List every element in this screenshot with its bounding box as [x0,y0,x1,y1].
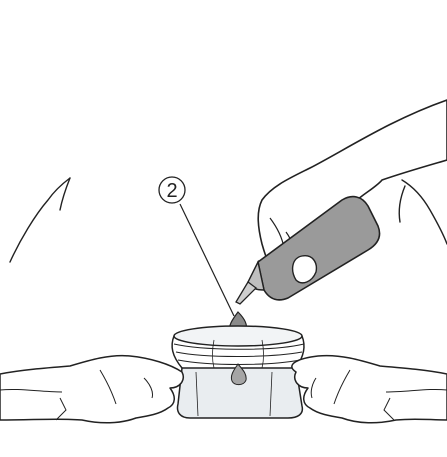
hand-left [0,356,183,423]
person-outline-left [10,178,70,262]
callout-leader-line [180,204,234,316]
callout-number: 2 [166,180,177,202]
hand-right [292,356,447,423]
plastic-bag-icon [172,326,304,418]
person-outline-right [399,180,447,244]
callout-2: 2 [159,177,234,316]
